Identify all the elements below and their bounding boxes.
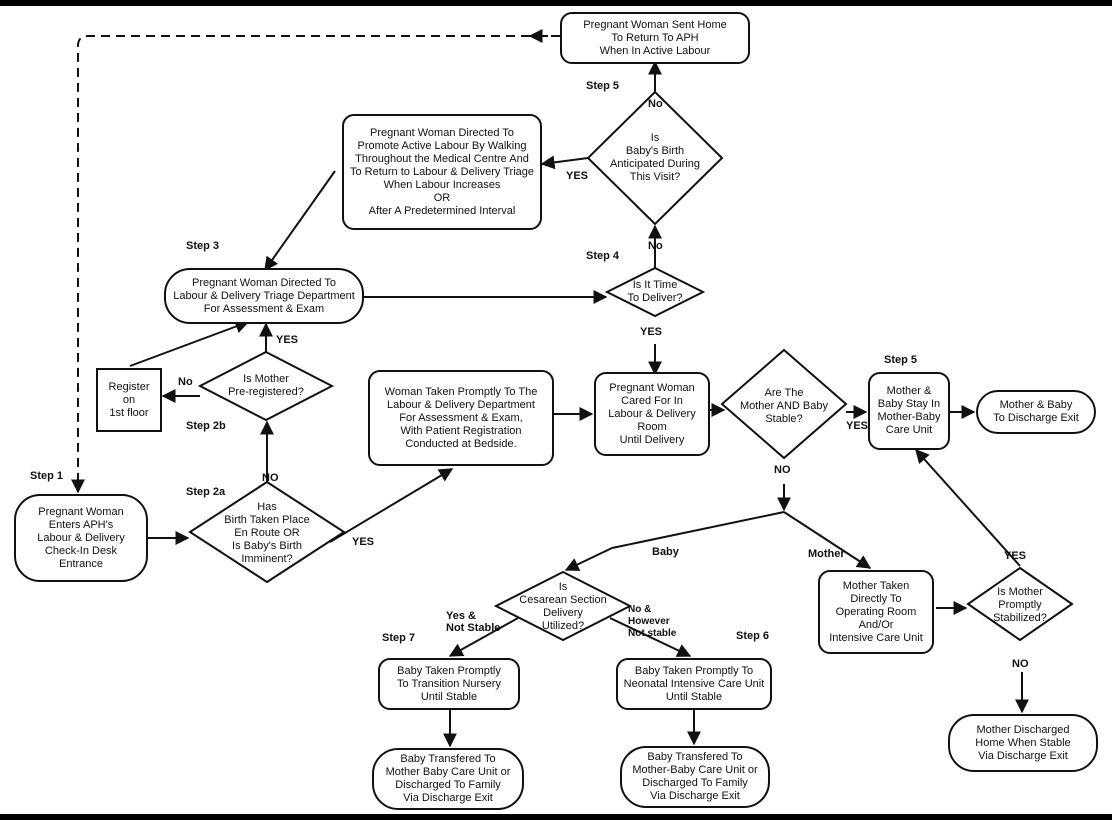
cesarean-to-transition-nursery [448,617,519,657]
preregistered-text: Is Mother Pre-registered? [228,373,304,398]
step-5-right-label: Step 5 [884,354,918,366]
birth-taken-place-diamond [188,480,346,584]
no-time-label: No [648,240,663,252]
yes-prereg-label: YES [276,334,299,346]
yes-time-label: YES [640,326,663,338]
triage-box: Pregnant Woman Directed To Labour & Deli… [164,268,364,324]
time-to-deliver-text: Is It Time To Deliver? [627,279,683,304]
yes-not-stable-label: Yes & Not Stable [446,610,501,634]
birth-taken-place-text: Has Birth Taken Place En Route OR Is Bab… [224,500,310,565]
birth-anticipated-text: Is Baby's Birth Anticipated During This … [610,132,700,183]
loop-back-dashed-line [71,35,560,494]
nicu-box: Baby Taken Promptly To Neonatal Intensiv… [616,658,772,710]
yes-walking-label: YES [566,170,589,182]
mother-baby-stay-box: Mother & Baby Stay In Mother-Baby Care U… [868,372,950,450]
step-4-label: Step 4 [586,250,620,262]
birth-anticipated-diamond [586,90,724,226]
step-7-label: Step 7 [382,632,416,644]
preregistered-diamond [197,350,335,422]
register-to-triage [129,319,250,367]
birth-anticipated-to-walking [540,155,589,170]
yes-stabilized-label: YES [1004,550,1027,562]
enters-box: Pregnant Woman Enters APH's Labour & Del… [14,494,148,582]
transition-nursery-box: Baby Taken Promptly To Transition Nurser… [378,658,520,710]
split-to-operating-room [783,511,872,569]
diagram-paper: Pregnant Woman Sent Home To Return To AP… [0,6,1112,814]
walking-to-triage [264,170,336,272]
baby-transfered-left-box: Baby Transfered To Mother Baby Care Unit… [372,748,524,810]
time-to-deliver-diamond [604,266,706,318]
step-1-label: Step 1 [30,470,64,482]
step-5-top-label: Step 5 [586,80,620,92]
baby-transfered-right-box: Baby Transfered To Mother-Baby Care Unit… [620,746,770,808]
mother-branch-label: Mother [808,548,845,560]
promptly-stabilized-text: Is Mother Promptly Stabilized? [993,585,1047,624]
promptly-stabilized-to-mother-baby-stay [915,448,1021,567]
sent-home-box: Pregnant Woman Sent Home To Return To AP… [560,12,750,64]
operating-room-box: Mother Taken Directly To Operating Room … [818,570,934,654]
step-3-label: Step 3 [186,240,220,252]
no-stabilized-label: NO [1012,658,1029,670]
no-however-label: No & However Not stable [628,604,677,639]
step-2b-label: Step 2b [186,420,226,432]
birth-taken-place-to-taken-promptly [329,468,454,543]
taken-promptly-box: Woman Taken Promptly To The Labour & Del… [368,370,554,466]
step-6-label: Step 6 [736,630,770,642]
register-box: Register on 1st floor [96,368,162,432]
yes-stable-label: YES [846,420,869,432]
step-2a-label: Step 2a [186,486,226,498]
no-sent-home-label: No [648,98,663,110]
stable-text: Are The Mother AND Baby Stable? [739,386,829,425]
split-to-cesarean [611,511,785,549]
no-prereg-label: No [178,376,193,388]
walking-box: Pregnant Woman Directed To Promote Activ… [342,114,542,230]
discharge-exit-box: Mother & Baby To Discharge Exit [976,390,1096,434]
mother-discharged-box: Mother Discharged Home When Stable Via D… [948,714,1098,772]
promptly-stabilized-diamond [966,566,1074,642]
cesarean-to-nicu [609,617,692,657]
stable-diamond [720,348,848,460]
no-birth-label: NO [262,472,279,484]
baby-branch-label: Baby [652,546,679,558]
cared-for-box: Pregnant Woman Cared For In Labour & Del… [594,372,710,456]
flowchart-connectors [71,29,1074,748]
cesarean-diamond [493,570,633,642]
no-stable-label: NO [774,464,791,476]
cesarean-text: Is Cesarean Section Delivery Utilized? [519,581,607,632]
yes-birth-label: YES [352,536,375,548]
